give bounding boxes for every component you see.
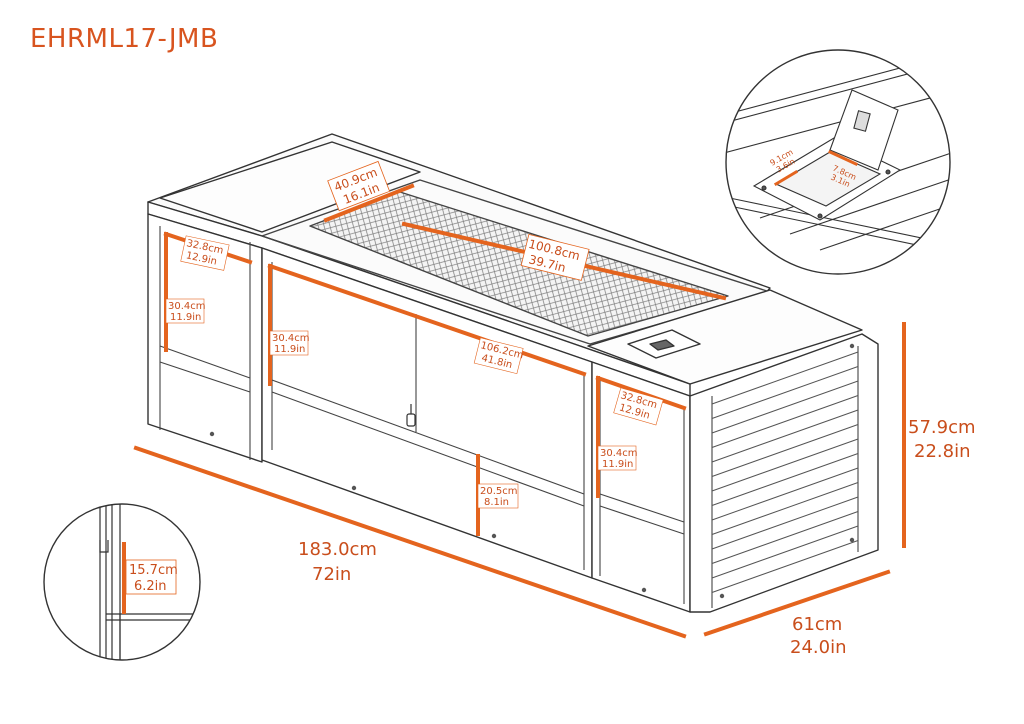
slat-line [711,511,859,564]
model-title: EHRML17-JMB [30,24,219,54]
right-top-panel [587,289,863,385]
slat-line [711,438,859,492]
height-cm-label: 57.9cm [908,417,976,438]
left-door-height-in-label: 11.9in [170,312,201,323]
fire-table-body [147,133,879,613]
front-door-height-cm-label: 30.4cm [272,333,310,344]
length-in-label: 72in [312,564,351,585]
left-side-panel [147,213,263,463]
slat-line [711,482,859,535]
height-in-label: 22.8in [914,441,971,462]
length-cm-label: 183.0cm [298,539,377,560]
control-detail-callout: 9.1cm 3.6in 7.8cm 3.1in [725,49,951,275]
base-height-in-label: 8.1in [484,497,509,508]
slat-line [711,525,859,579]
control-knob [649,339,675,351]
front-door-height-in-label: 11.9in [274,344,305,355]
dimension-labels: 183.0cm 72in 61cm 24.0in 57.9cm 22.8in 4… [165,160,976,658]
right-door-height-in-label: 11.9in [602,459,633,470]
right-end-panel [689,333,879,613]
leg-height-in-label: 6.2in [134,579,167,594]
end-slats [711,351,859,593]
leg-height-cm-label: 15.7cm [129,563,178,578]
slat-line [711,467,859,521]
slat-line [711,453,859,506]
slat-line [711,424,859,477]
slat-line [711,380,859,434]
slat-line [711,351,859,405]
slat-line [711,496,859,550]
slat-line [711,366,859,419]
leg-detail-callout: 15.7cm 6.2in [43,503,201,661]
right-door-height-cm-label: 30.4cm [600,448,638,459]
hardware-dots [209,343,855,599]
depth-in-label: 24.0in [790,637,847,658]
door-handle [406,404,416,427]
left-top-panel [159,141,421,233]
base-height-cm-label: 20.5cm [480,486,518,497]
slat-line [711,409,859,463]
depth-cm-label: 61cm [792,614,842,635]
left-door-height-cm-label: 30.4cm [168,301,206,312]
slat-line [711,395,859,448]
slat-line [711,540,859,593]
